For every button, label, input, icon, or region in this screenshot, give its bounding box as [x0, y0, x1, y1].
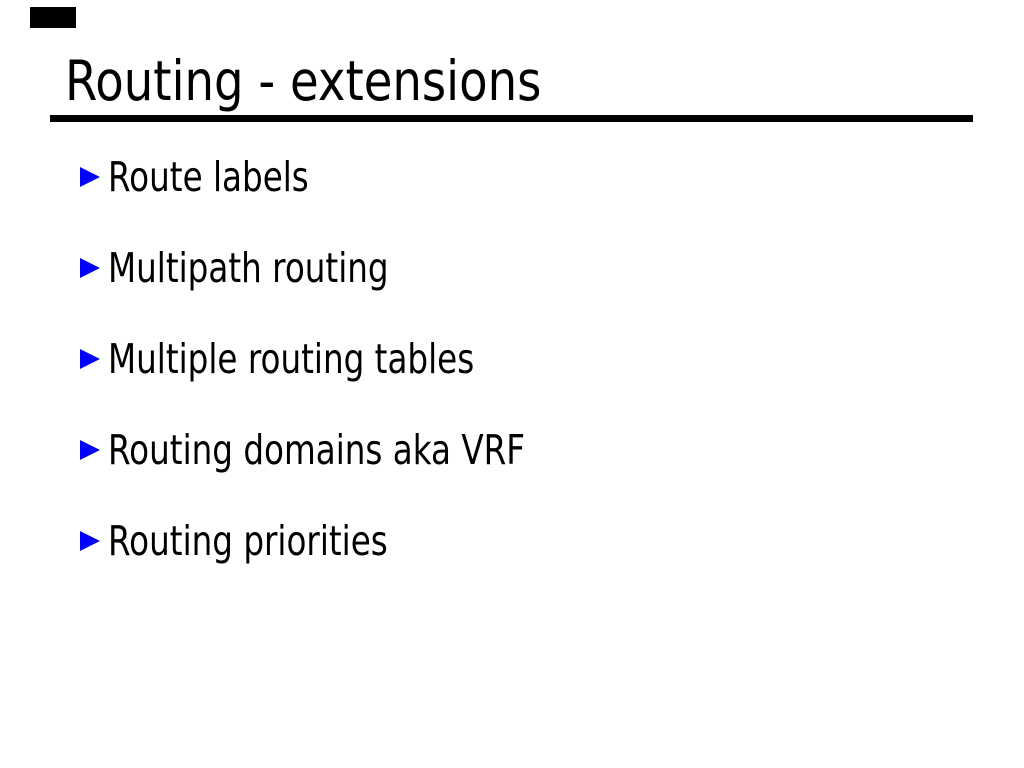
- bullet-label: Route labels: [108, 153, 309, 201]
- bullet-triangle-icon: [80, 167, 100, 187]
- bullet-triangle-icon: [80, 531, 100, 551]
- list-item: Routing priorities: [80, 517, 460, 565]
- bullet-label: Multipath routing: [108, 244, 389, 292]
- bullet-label: Routing domains aka VRF: [108, 426, 526, 474]
- bullet-label: Routing priorities: [108, 517, 388, 565]
- corner-artifact-block: [30, 7, 76, 28]
- list-item: Routing domains aka VRF: [80, 426, 633, 474]
- title-underline: [50, 115, 973, 122]
- page-title: Routing - extensions: [65, 49, 542, 113]
- list-item: Multipath routing: [80, 244, 461, 292]
- list-item: Multiple routing tables: [80, 335, 569, 383]
- bullet-triangle-icon: [80, 349, 100, 369]
- bullet-triangle-icon: [80, 440, 100, 460]
- list-item: Route labels: [80, 153, 361, 201]
- bullet-triangle-icon: [80, 258, 100, 278]
- bullet-label: Multiple routing tables: [108, 335, 475, 383]
